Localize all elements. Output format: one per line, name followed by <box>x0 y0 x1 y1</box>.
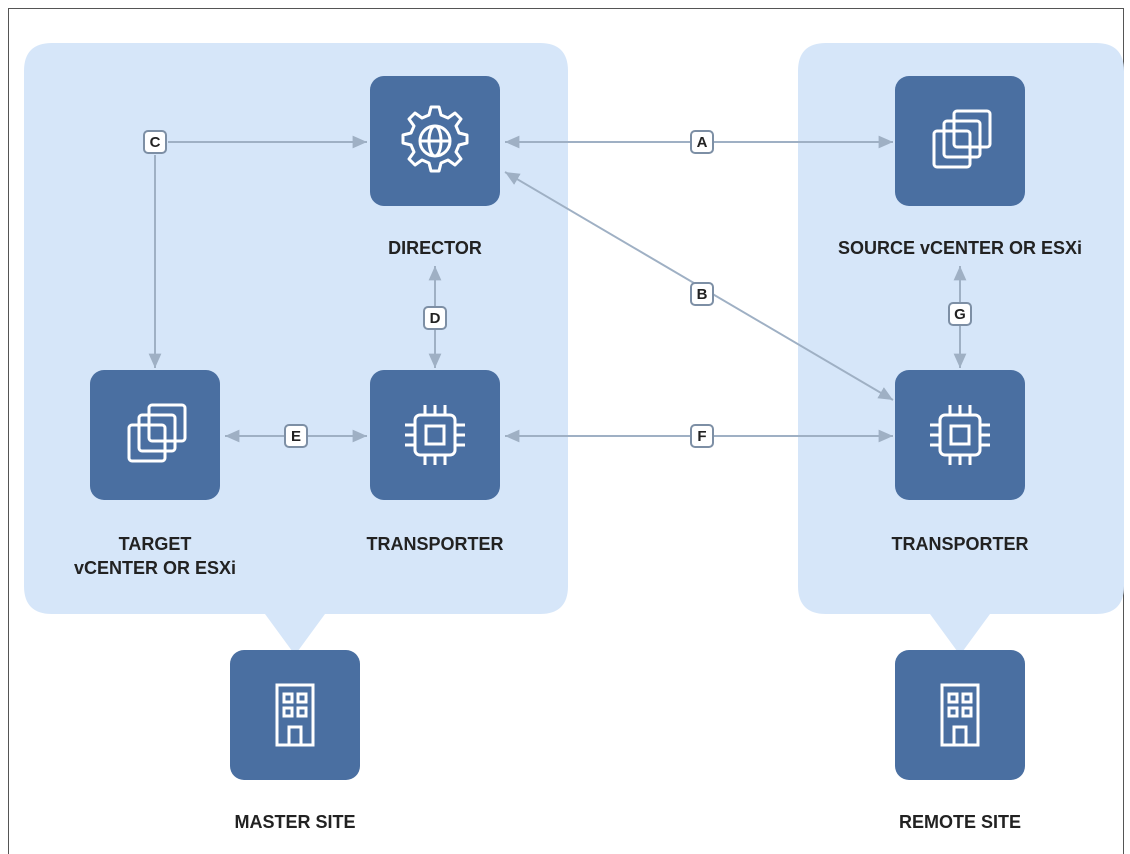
connector-badge-f: F <box>690 424 714 448</box>
source-label: SOURCE vCENTER OR ESXi <box>837 238 1083 258</box>
building-icon <box>940 683 980 747</box>
connector-badge-c: C <box>143 130 167 154</box>
remote-site-node <box>895 650 1025 780</box>
globe-gear-icon <box>401 105 469 173</box>
director-node <box>370 76 500 206</box>
transporter-remote-label: TRANSPORTER <box>891 534 1029 554</box>
chip-icon <box>405 405 465 465</box>
connector-badge-d: D <box>423 306 447 330</box>
connector-badge-g: G <box>948 302 972 326</box>
vsphere-windows-icon <box>127 403 187 463</box>
vsphere-windows-icon <box>932 109 992 169</box>
transporter-master-label: TRANSPORTER <box>366 534 504 554</box>
connector-badge-b: B <box>690 282 714 306</box>
director-label: DIRECTOR <box>388 238 482 258</box>
source-node <box>895 76 1025 206</box>
target-node <box>90 370 220 500</box>
transporter-remote-node <box>895 370 1025 500</box>
chip-icon <box>930 405 990 465</box>
remote-site-label: REMOTE SITE <box>898 812 1021 832</box>
target-label: TARGET vCENTER OR ESXi <box>73 534 237 578</box>
master-site-node <box>230 650 360 780</box>
transporter-master-node <box>370 370 500 500</box>
connector-badge-a: A <box>690 130 714 154</box>
master-site-label: MASTER SITE <box>234 812 356 832</box>
connector-badge-e: E <box>284 424 308 448</box>
building-icon <box>275 683 315 747</box>
